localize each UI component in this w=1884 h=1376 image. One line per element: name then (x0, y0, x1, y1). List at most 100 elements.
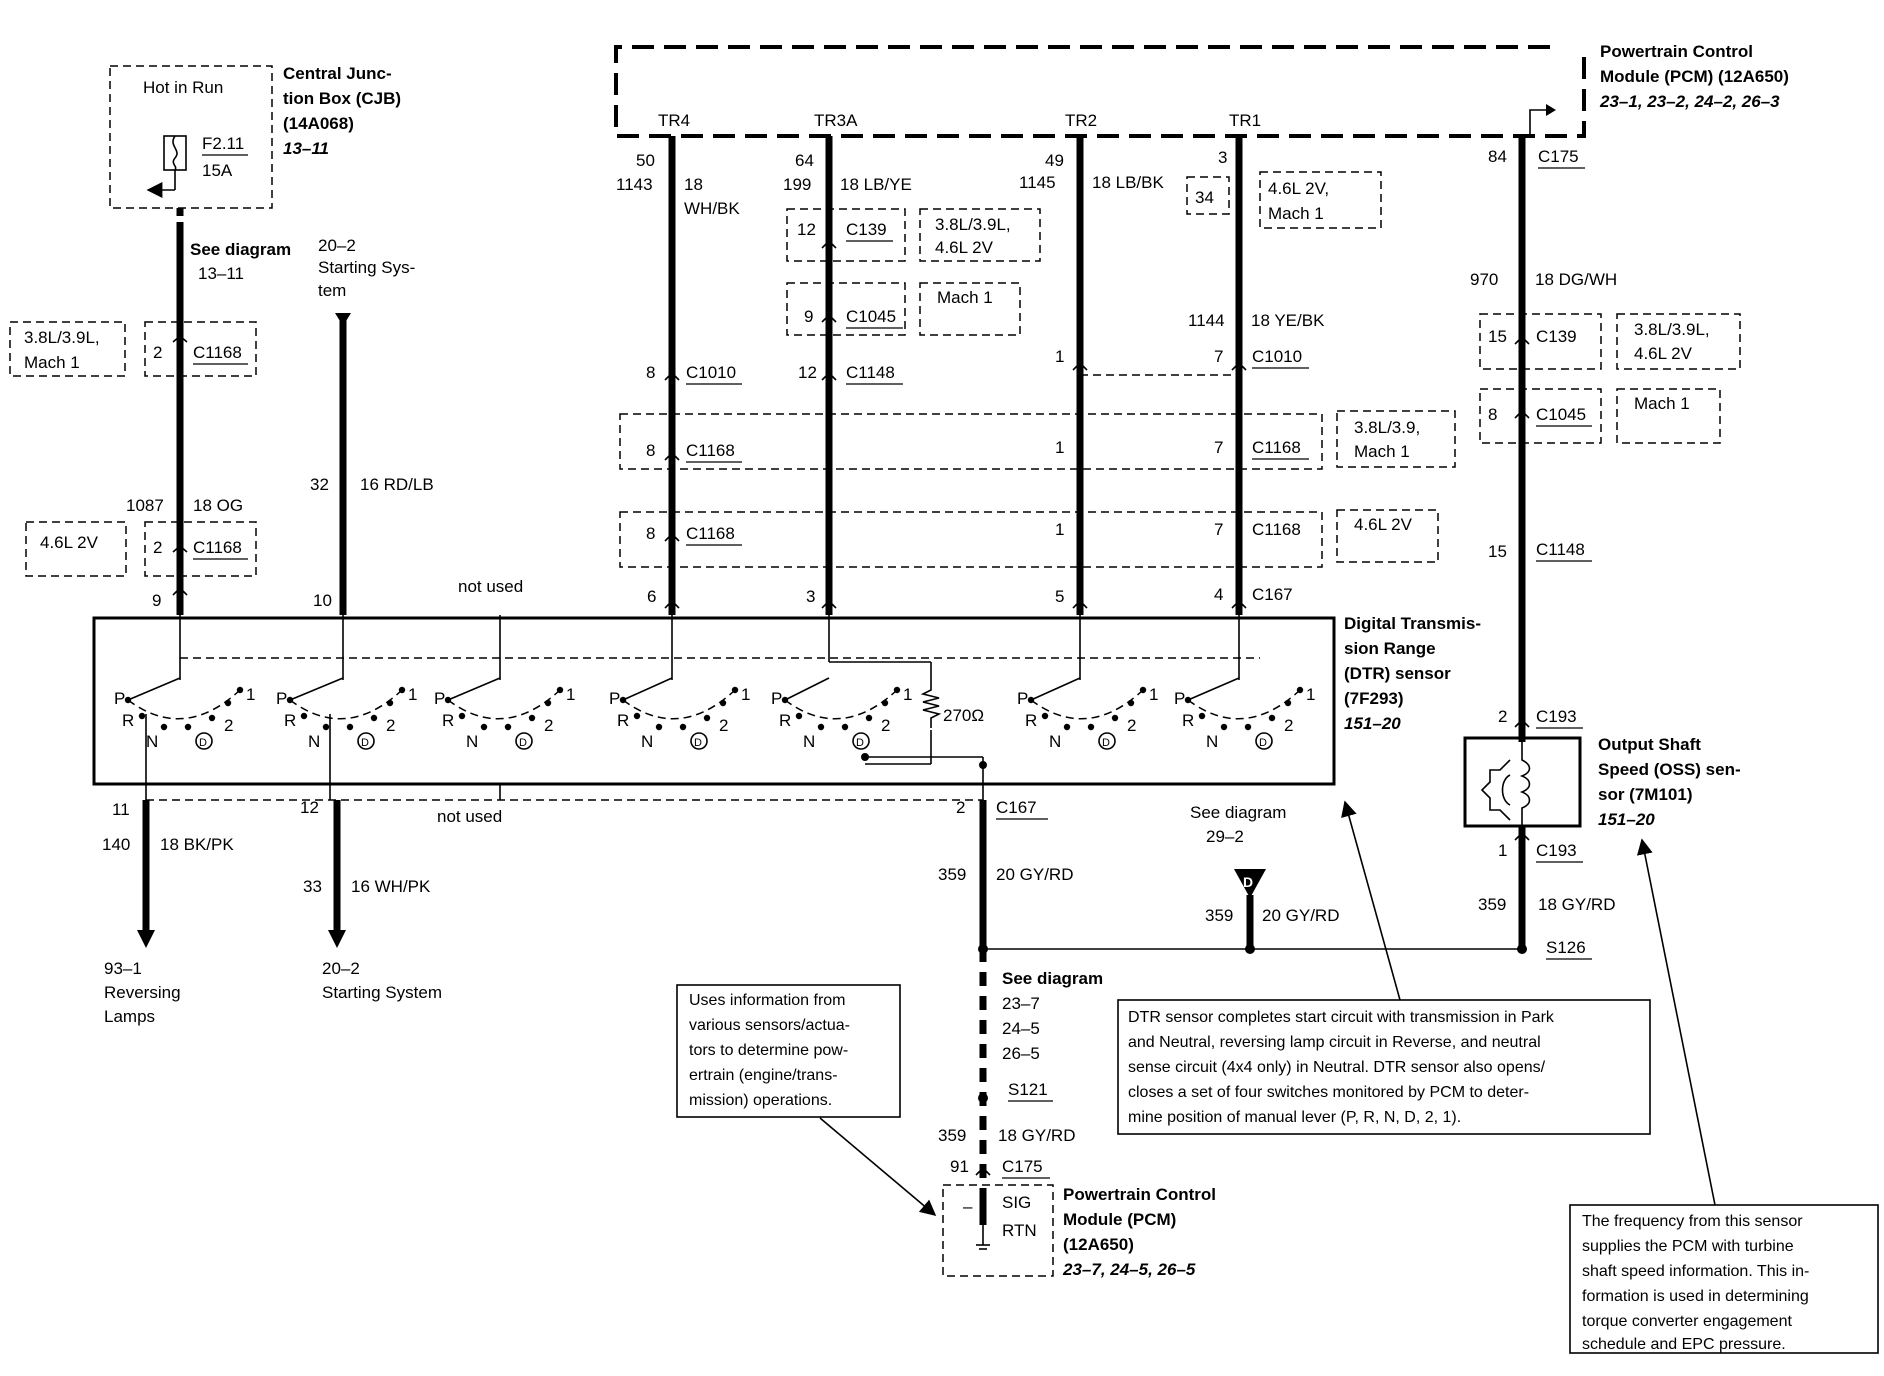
option-text: 3.8L/3.9, (1354, 418, 1420, 437)
pin-number: 12 (300, 798, 319, 817)
switch-contact (655, 723, 663, 731)
pin-number: 8 (1488, 405, 1497, 424)
switch-position-label: D (694, 737, 702, 749)
resistor-icon (920, 680, 942, 728)
switch-position-label: 1 (246, 685, 255, 704)
switch-contact (1111, 714, 1119, 722)
option-text: Mach 1 (937, 288, 993, 307)
switch-contact (817, 723, 825, 731)
connector-label: C193 (1536, 841, 1577, 860)
note-line: shaft speed information. This in- (1582, 1263, 1809, 1280)
connector-label: C175 (1538, 147, 1579, 166)
switch-contact (1268, 714, 1276, 722)
pcm-top-refs: 23–1, 23–2, 24–2, 26–3 (1599, 92, 1780, 111)
starting-system-ref-bottom: 20–2 (322, 959, 360, 978)
connector-c1168-left (144, 321, 257, 377)
dtr-switch-group: PRN21DPRN21DPRN21DPRN21DPRN21DPRN21DPRN2… (114, 677, 1315, 751)
note-line: mine position of manual lever (P, R, N, … (1128, 1109, 1461, 1126)
wire-color: 16 RD/LB (360, 475, 434, 494)
pin-number: 2 (153, 343, 162, 362)
pin-number: 5 (1055, 587, 1064, 606)
note-line: supplies the PCM with turbine (1582, 1238, 1794, 1255)
pin-number: 8 (646, 524, 655, 543)
pin-number: 84 (1488, 147, 1507, 166)
option-box-4.6l-2v (25, 521, 127, 577)
switch-arm (289, 677, 344, 701)
circuit-number: 33 (303, 877, 322, 896)
switch-position-label: 2 (881, 716, 890, 735)
option-box-c1045 (919, 282, 1021, 336)
switch-arm (447, 677, 501, 701)
pin-number: 15 (1488, 327, 1507, 346)
connector-label: C193 (1536, 707, 1577, 726)
wire-color: 20 GY/RD (1262, 906, 1339, 925)
option-box-c1168-r2 (1336, 509, 1439, 563)
switch-position-label: D (519, 737, 527, 749)
switch-position-label: N (1049, 732, 1061, 751)
note-line: ertrain (engine/trans- (689, 1067, 838, 1084)
wire-color: WH/BK (684, 199, 740, 218)
see-diagram-center: See diagram (1002, 969, 1103, 988)
switch-contact (322, 723, 330, 731)
pin-number: 8 (646, 441, 655, 460)
wire-color: 18 DG/WH (1535, 270, 1617, 289)
switch-contact (138, 712, 146, 720)
switch-contact (679, 723, 687, 731)
switch-contact (703, 714, 711, 722)
switch-arm (784, 677, 830, 701)
switch-contact (480, 723, 488, 731)
drive-position-circle (852, 732, 870, 750)
switch-position-label: 1 (741, 685, 750, 704)
dtr-title-4: (7F293) (1344, 689, 1404, 708)
pcm-bottom-refs: 23–7, 24–5, 26–5 (1062, 1260, 1196, 1279)
switch-arm (127, 677, 181, 701)
note-line: The frequency from this sensor (1582, 1213, 1803, 1230)
see-diagram-center-ref: 26–5 (1002, 1044, 1040, 1063)
pin-number: 2 (1498, 707, 1507, 726)
starting-system-top-2: tem (318, 281, 346, 300)
resistor-label: 270Ω (943, 706, 984, 725)
option-text: 3.8L/3.9L, (24, 328, 100, 347)
d-connector-icon: D (1234, 869, 1266, 949)
drive-position-circle (1098, 732, 1116, 750)
cjb-hot-label: Hot in Run (143, 78, 223, 97)
wire-color: 18 GY/RD (1538, 895, 1615, 914)
switch-contact (633, 712, 641, 720)
cjb-ref: 13–11 (283, 139, 329, 158)
pcm-bottom-title-1: Powertrain Control (1063, 1185, 1216, 1204)
d-tag: D (1243, 874, 1253, 890)
pin-number: 50 (636, 151, 655, 170)
wire-tr3a (821, 136, 837, 615)
wire-color: 18 LB/YE (840, 175, 912, 194)
pin-number: 1 (1055, 520, 1064, 539)
switch-contact (300, 712, 308, 720)
see-diagram-left-ref: 13–11 (198, 264, 244, 283)
switch-position-label: 2 (224, 716, 233, 735)
switch-contact (1041, 712, 1049, 720)
switch-position-label: N (641, 732, 653, 751)
switch-contact (346, 723, 354, 731)
pin-number: 34 (1195, 188, 1214, 207)
oss-title-2: Speed (OSS) sen- (1598, 760, 1741, 779)
pcm-bottom-title-3: (12A650) (1063, 1235, 1134, 1254)
pin-number: 1 (1055, 347, 1064, 366)
wire-color: 18 (684, 175, 703, 194)
note-line: closes a set of four switches monitored … (1128, 1084, 1529, 1101)
note-line: DTR sensor completes start circuit with … (1128, 1009, 1555, 1026)
option-text: 3.8L/3.9L, (1634, 320, 1710, 339)
switch-contact (184, 723, 192, 731)
fuse-amp: 15A (202, 161, 233, 180)
reversing-lamps-label-2: Lamps (104, 1007, 155, 1026)
option-text: 3.8L/3.9L, (935, 215, 1011, 234)
pin-number: 64 (795, 151, 814, 170)
option-box-c139 (919, 208, 1041, 262)
coil-icon (1519, 742, 1531, 826)
switch-position-label: P (1174, 689, 1185, 708)
oss-title-1: Output Shaft (1598, 735, 1701, 754)
connector-label: C1045 (846, 307, 896, 326)
connector-c1168-left-2 (144, 521, 257, 577)
switch-arc (289, 689, 403, 720)
pcm-bottom-module: – SIG RTN Powertrain Control Module (PCM… (942, 1184, 1216, 1279)
